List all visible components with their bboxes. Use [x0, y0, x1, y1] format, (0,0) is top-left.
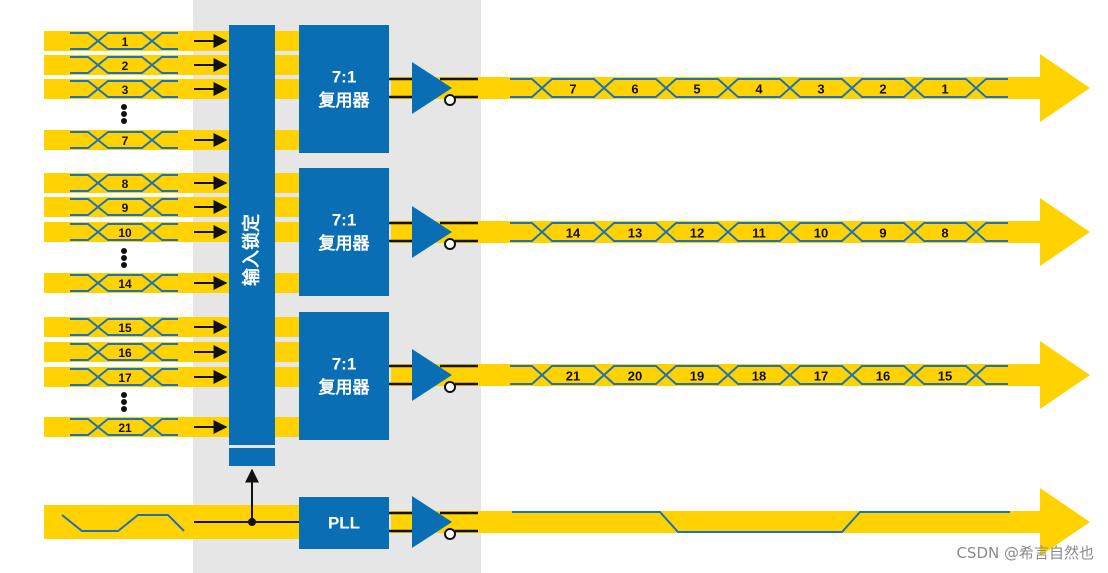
vertical-ellipsis-icon — [121, 248, 127, 254]
signal-arrow-icon — [391, 488, 1090, 556]
vertical-ellipsis-icon — [121, 118, 127, 124]
signal-arrow-icon — [391, 341, 1090, 409]
function-blocks — [229, 25, 456, 549]
serial-bit-label: 9 — [879, 226, 886, 241]
input-bit-label: 2 — [122, 59, 129, 73]
serial-bit-label: 18 — [752, 369, 766, 384]
latch-clock-block — [229, 448, 275, 466]
serial-bit-label: 13 — [628, 226, 642, 241]
serial-bit-label: 6 — [631, 82, 638, 97]
serial-bit-label: 8 — [941, 226, 948, 241]
differential-buffer-triangle-icon — [412, 496, 452, 548]
input-eye-right — [150, 318, 178, 336]
mux-block — [299, 312, 389, 440]
input-bit-label: 10 — [118, 226, 132, 240]
serial-bit-label: 21 — [566, 369, 580, 384]
input-bit-label: 15 — [118, 321, 132, 335]
pll-block — [299, 497, 389, 549]
serial-eye-right — [974, 222, 1008, 242]
input-eye-right — [150, 174, 178, 192]
clock-input-waveform — [61, 514, 185, 532]
input-eye-right — [150, 368, 178, 386]
mux-ratio-label: 7:1 — [332, 68, 357, 87]
input-latch-label: 输入锁定 — [241, 214, 263, 286]
serial-bit-label: 3 — [817, 82, 824, 97]
serial-bit-label: 4 — [755, 82, 763, 97]
input-eye-right — [150, 56, 178, 74]
differential-buffer-triangle-icon — [412, 62, 452, 114]
input-eye-right — [150, 274, 178, 292]
input-bit-label: 8 — [122, 177, 129, 191]
input-eye-right — [150, 80, 178, 98]
serial-eye-right — [974, 78, 1008, 98]
vertical-ellipsis-icon — [121, 104, 127, 110]
serial-bit-label: 7 — [569, 82, 576, 97]
serial-bit-label: 16 — [876, 369, 890, 384]
differential-buffer-triangle-icon — [412, 206, 452, 258]
signal-arrow-icon — [391, 54, 1090, 122]
input-eye-right — [150, 32, 178, 50]
mux-ratio-label: 7:1 — [332, 211, 357, 230]
serial-bit-label: 5 — [693, 82, 700, 97]
serial-bit-label: 2 — [879, 82, 886, 97]
vertical-ellipsis-icon — [121, 111, 127, 117]
input-bit-label: 17 — [118, 371, 132, 385]
vertical-ellipsis-icon — [121, 399, 127, 405]
pll-label: PLL — [328, 514, 360, 533]
vertical-ellipsis-icon — [121, 392, 127, 398]
input-eye-right — [150, 131, 178, 149]
signal-arrow-icon — [391, 198, 1090, 266]
serial-eye-right — [974, 365, 1008, 385]
buffer-inverter-bubble — [444, 94, 456, 106]
input-bit-label: 16 — [118, 346, 132, 360]
input-eye-right — [150, 198, 178, 216]
mux-name-label: 复用器 — [318, 233, 371, 254]
mux-block — [299, 168, 389, 296]
input-bit-label: 14 — [118, 277, 132, 291]
serial-bit-label: 17 — [814, 369, 828, 384]
serial-bit-label: 14 — [566, 226, 581, 241]
input-bit-label: 7 — [122, 134, 129, 148]
vertical-ellipsis-icon — [121, 406, 127, 412]
clock-output-waveform — [512, 511, 1010, 533]
serial-bit-label: 1 — [941, 82, 948, 97]
serial-bit-label: 20 — [628, 369, 642, 384]
buffer-inverter-bubble — [444, 238, 456, 250]
vertical-ellipsis-icon — [121, 262, 127, 268]
watermark-text: CSDN @希言自然也 — [956, 544, 1094, 562]
buffer-inverter-bubble — [444, 381, 456, 393]
input-bit-label: 9 — [122, 201, 129, 215]
mux-block — [299, 25, 389, 153]
serial-bit-label: 15 — [938, 369, 952, 384]
differential-buffer-triangle-icon — [412, 349, 452, 401]
serial-bit-label: 10 — [814, 226, 828, 241]
input-bit-label: 1 — [122, 35, 129, 49]
serial-bit-label: 12 — [690, 226, 704, 241]
mux-name-label: 复用器 — [318, 90, 371, 111]
input-bit-label: 3 — [122, 83, 129, 97]
input-eye-right — [150, 418, 178, 436]
serial-bit-label: 11 — [752, 226, 766, 241]
input-eye-right — [150, 223, 178, 241]
input-eye-right — [150, 343, 178, 361]
input-bit-label: 21 — [118, 421, 132, 435]
mux-name-label: 复用器 — [318, 377, 371, 398]
wires — [194, 34, 478, 533]
serial-bit-label: 19 — [690, 369, 704, 384]
buffer-inverter-bubble — [444, 528, 456, 540]
input-latch-block — [229, 25, 275, 445]
mux-ratio-label: 7:1 — [332, 355, 357, 374]
vertical-ellipsis-icon — [121, 255, 127, 261]
